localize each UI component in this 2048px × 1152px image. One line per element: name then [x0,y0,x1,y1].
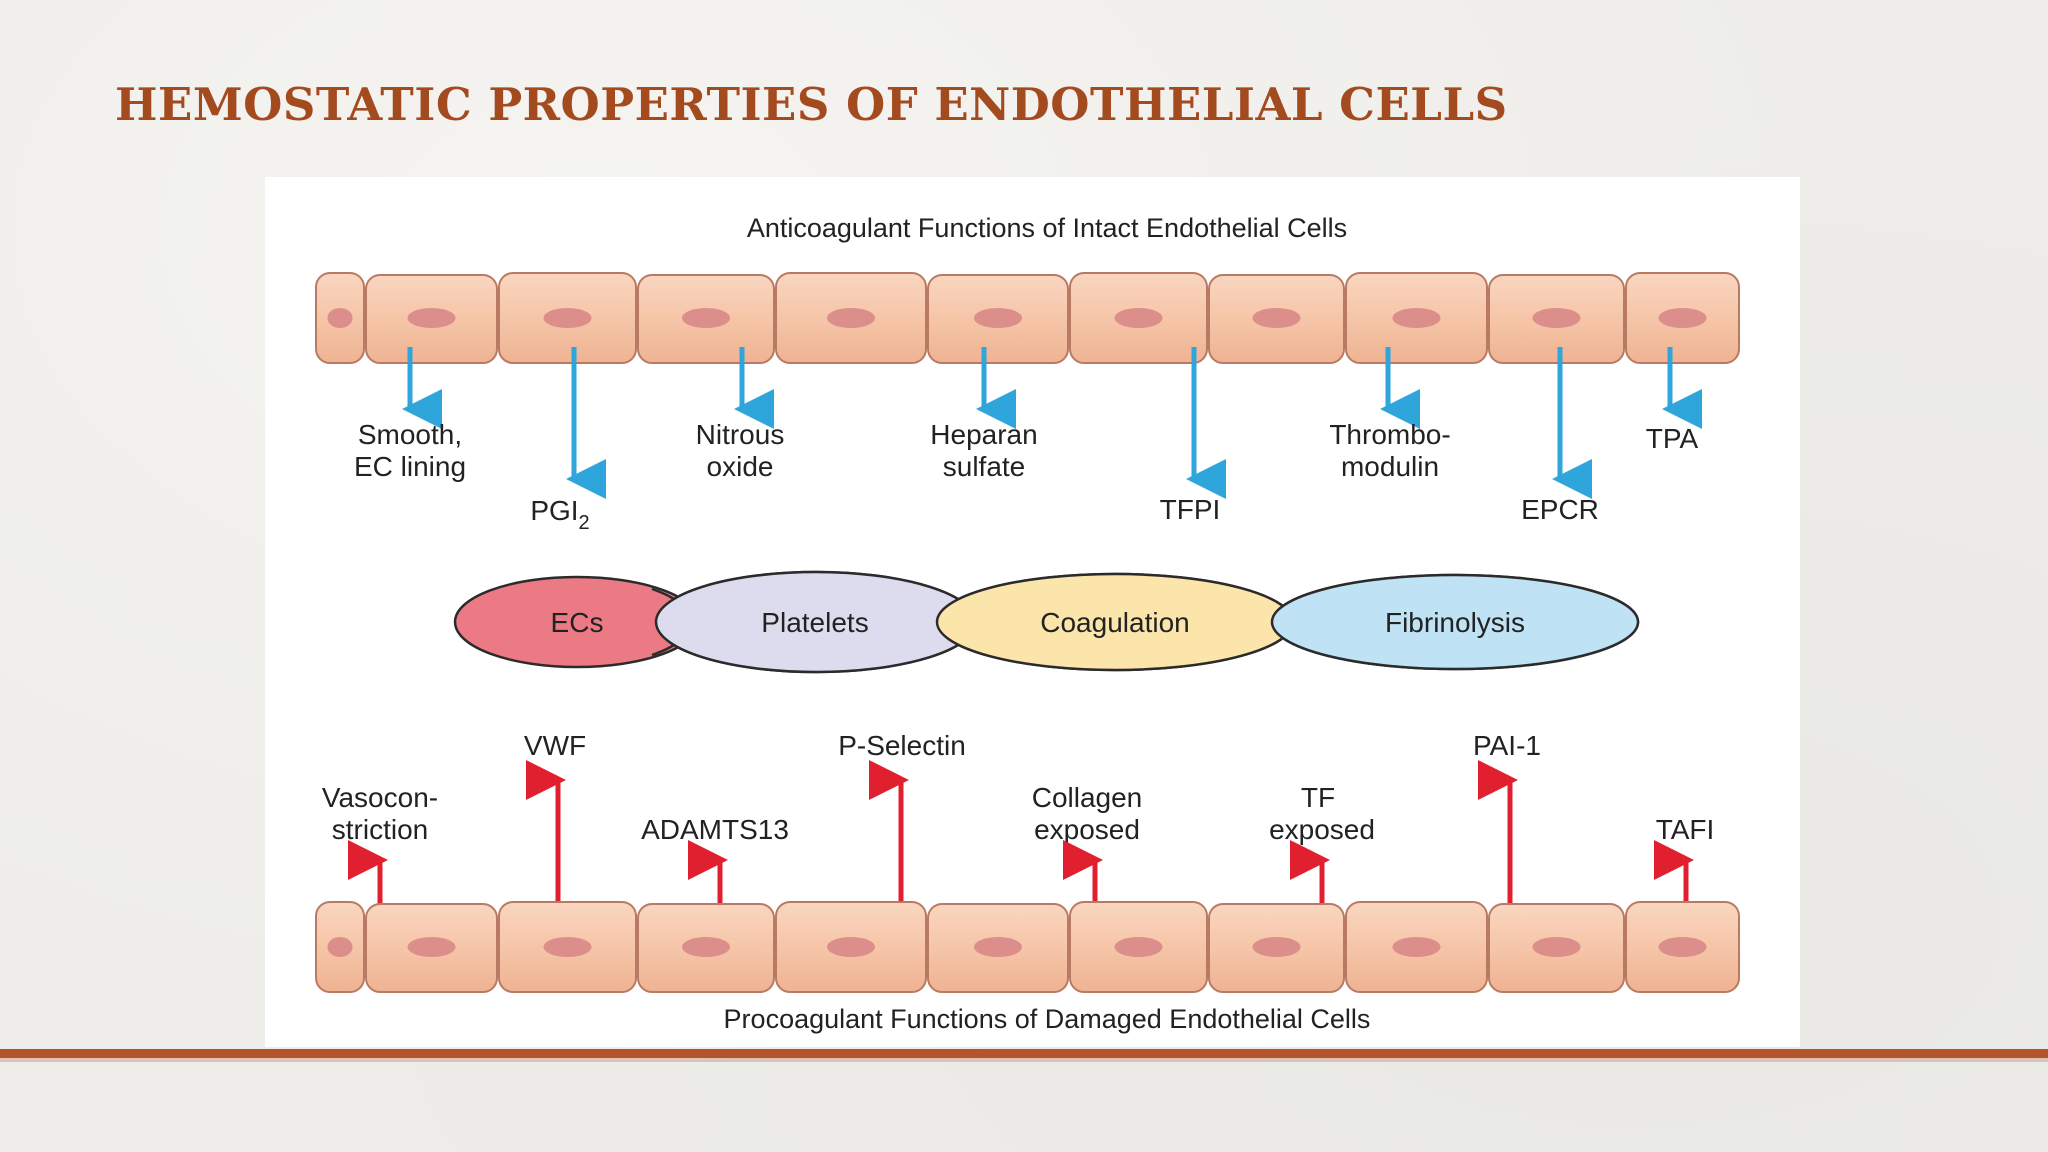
label-heparan-line2: sulfate [943,451,1026,482]
label-tpa: TPA [1646,423,1699,454]
label-pgi2: PGI2 [530,495,589,534]
figure-panel: Anticoagulant Functions of Intact Endoth… [265,177,1800,1047]
label-adamts13: ADAMTS13 [641,814,789,845]
anticoagulant-caption: Anticoagulant Functions of Intact Endoth… [747,213,1347,243]
cell-nucleus [1532,937,1581,957]
cell-nucleus [827,308,875,328]
label-tfpi: TFPI [1160,494,1221,525]
cell-nucleus [543,308,592,328]
cell-nucleus [682,308,730,328]
footer-band [0,1049,2048,1058]
label-nitrous-line1: Nitrous [696,419,785,450]
cell-nucleus [974,937,1022,957]
label-smooth-line2: EC lining [354,451,466,482]
cell-nucleus [543,937,592,957]
oval-label-ecs: ECs [551,607,604,638]
cell-nucleus [1658,937,1707,957]
cell-nucleus [327,937,353,957]
label-vaso-line1: Vasocon- [322,782,438,813]
oval-label-coagulation: Coagulation [1040,607,1189,638]
label-thrombo-line1: Thrombo- [1329,419,1450,450]
label-epcr: EPCR [1521,494,1599,525]
label-smooth-line1: Smooth, [358,419,462,450]
cell-nucleus [1114,937,1163,957]
damaged-endothelial-cell-layer [315,901,1740,993]
cell-nucleus [1252,937,1301,957]
cell-nucleus [407,308,456,328]
label-tf-line1: TF [1301,782,1335,813]
cell-nucleus [327,308,353,328]
cell-nucleus [1392,937,1441,957]
cell-nucleus [1392,308,1441,328]
label-nitrous-line2: oxide [707,451,774,482]
label-pgi2-base: PGI [530,495,578,526]
cell-nucleus [827,937,875,957]
cell-nucleus [1252,308,1301,328]
oval-fibrinolysis-front [1270,573,1640,671]
cell-nucleus [1658,308,1707,328]
cell-nucleus [974,308,1022,328]
cell-nucleus [1532,308,1581,328]
label-collagen-line1: Collagen [1032,782,1143,813]
label-heparan-line1: Heparan [930,419,1037,450]
label-thrombo-line2: modulin [1341,451,1439,482]
procoagulant-caption: Procoagulant Functions of Damaged Endoth… [724,1004,1371,1034]
label-pgi2-sub: 2 [579,512,590,534]
anticoagulant-arrows [402,347,1702,499]
cell-nucleus [682,937,730,957]
label-collagen-line2: exposed [1034,814,1140,845]
intact-endothelial-cell-layer [315,272,1740,364]
slide-title: HEMOSTATIC PROPERTIES OF ENDOTHELIAL CEL… [115,78,1508,131]
label-tafi: TAFI [1656,814,1715,845]
label-vaso-line2: striction [332,814,428,845]
oval-label-platelets: Platelets [761,607,868,638]
cell-nucleus [407,937,456,957]
cell-nucleus [1114,308,1163,328]
label-vwf: VWF [524,730,586,761]
label-pai1: PAI-1 [1473,730,1541,761]
label-tf-line2: exposed [1269,814,1375,845]
oval-label-fibrinolysis: Fibrinolysis [1385,607,1525,638]
footer-band-shadow [0,1058,2048,1062]
endothelial-diagram: Anticoagulant Functions of Intact Endoth… [315,213,1740,1034]
label-pselectin: P-Selectin [838,730,966,761]
